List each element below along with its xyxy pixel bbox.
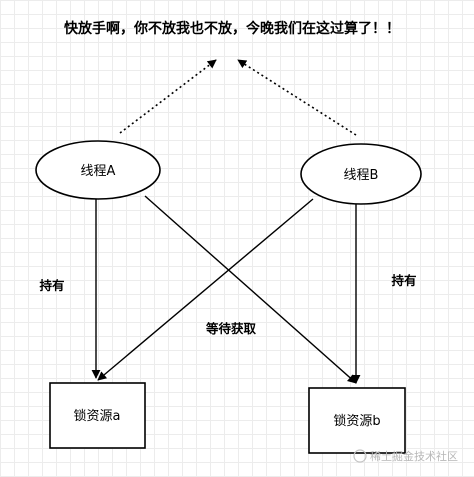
wait-arrow-b-to-locka xyxy=(97,198,314,381)
hold-label-left: 持有 xyxy=(39,278,64,293)
lock-a-label: 锁资源a xyxy=(74,408,121,424)
waiting-label: 等待获取 xyxy=(205,321,257,336)
thread-b-label: 线程B xyxy=(344,168,379,183)
watermark: 稀土掘金技术社区 xyxy=(353,449,458,463)
watermark-text: 稀土掘金技术社区 xyxy=(370,449,458,463)
thread-b-node: 线程B xyxy=(300,143,422,205)
thread-a-node: 线程A xyxy=(35,140,161,200)
dotted-arrow-right xyxy=(237,59,357,136)
hold-label-right: 持有 xyxy=(391,273,416,288)
dotted-arrow-left xyxy=(119,59,217,134)
lock-a-node: 锁资源a xyxy=(49,382,146,449)
diagram-title: 快放手啊，你不放我也不放，今晚我们在这过算了！！ xyxy=(64,20,400,37)
watermark-logo-icon xyxy=(353,449,367,463)
lock-b-node: 锁资源b xyxy=(308,387,406,454)
thread-a-label: 线程A xyxy=(81,164,116,179)
wait-arrow-a-to-lockb xyxy=(144,195,357,384)
lock-b-label: 锁资源b xyxy=(333,413,380,429)
